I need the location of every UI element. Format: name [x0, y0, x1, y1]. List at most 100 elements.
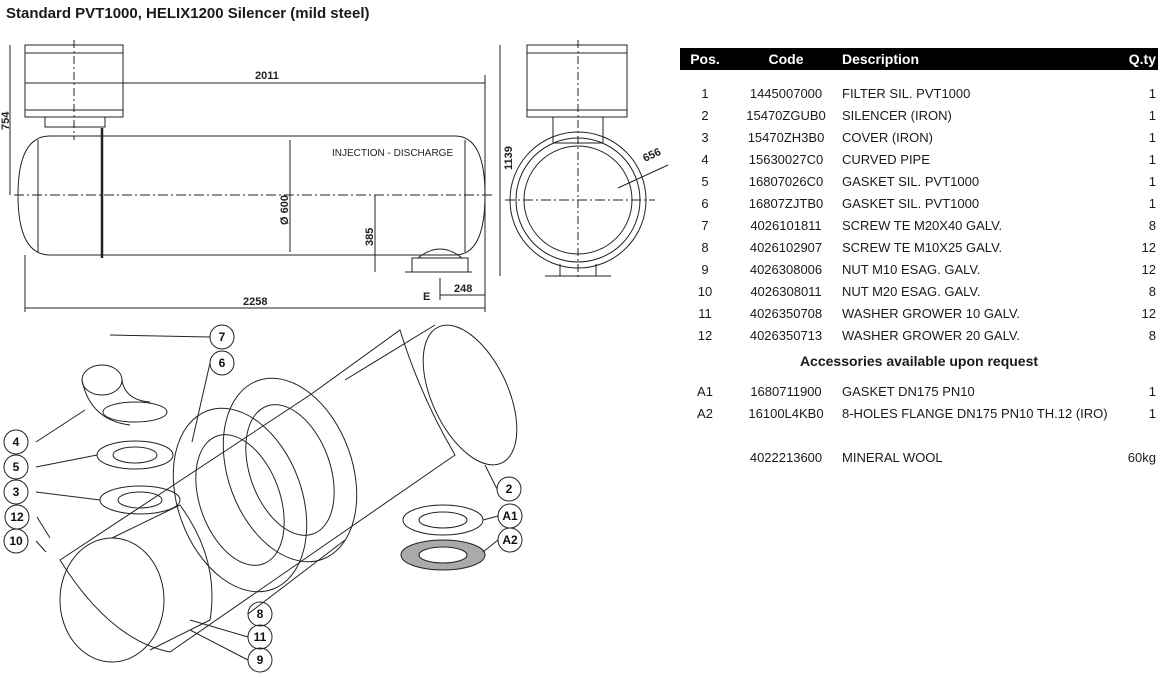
- cell-pos: A2: [697, 405, 713, 421]
- cell-code: 4026350708: [749, 305, 823, 321]
- cell-code: 1680711900: [750, 383, 822, 399]
- callout-8: 8: [257, 607, 264, 621]
- cell-description: GASKET SIL. PVT1000: [842, 195, 980, 211]
- cell-description: SILENCER (IRON): [842, 107, 952, 123]
- header-description: Description: [842, 51, 920, 67]
- cell-qty: 8: [1148, 283, 1156, 299]
- callout-10: 10: [9, 534, 23, 548]
- extra-row: 4022213600 MINERAL WOOL 60kg: [680, 446, 1158, 468]
- cell-code: 4026350713: [749, 327, 823, 343]
- cell-qty: 1: [1148, 173, 1156, 189]
- page-title: Standard PVT1000, HELIX1200 Silencer (mi…: [6, 5, 370, 22]
- cell-code: 15470ZGUB0: [746, 107, 826, 123]
- cell-qty: 1: [1148, 195, 1156, 211]
- exploded-view: [3, 324, 523, 673]
- table-row: 10 4026308011 NUT M20 ESAG. GALV. 8: [680, 280, 1158, 302]
- cell-qty: 8: [1148, 217, 1156, 233]
- cell-description: NUT M10 ESAG. GALV.: [842, 261, 981, 277]
- dim-656: 656: [641, 146, 663, 165]
- header-qty: Q.ty: [1128, 51, 1156, 67]
- cell-description: WASHER GROWER 20 GALV.: [842, 327, 1020, 343]
- parts-table: Pos. Code Description Q.ty 1 1445007000 FI…: [680, 48, 1158, 468]
- callout-a1: A1: [502, 509, 518, 523]
- cell-description: 8-HOLES FLANGE DN175 PN10 TH.12 (IRO): [842, 405, 1108, 421]
- cell-qty: 1: [1148, 383, 1156, 399]
- cell-code: 16807026C0: [748, 173, 824, 189]
- dim-2258: 2258: [243, 296, 267, 308]
- cell-pos: 9: [701, 261, 709, 277]
- cell-pos: 5: [701, 173, 709, 189]
- table-row: 8 4026102907 SCREW TE M10X25 GALV. 12: [680, 236, 1158, 258]
- cell-code: 4026101811: [750, 217, 822, 233]
- cell-pos: 3: [701, 129, 709, 145]
- cell-description: MINERAL WOOL: [842, 449, 943, 465]
- silencer-body: [17, 135, 486, 256]
- table-row: A1 1680711900 GASKET DN175 PN10 1: [680, 380, 1158, 402]
- header-code: Code: [768, 51, 804, 67]
- cell-code: 15470ZH3B0: [747, 129, 825, 145]
- dim-385: 385: [364, 228, 376, 246]
- filter-base: [44, 116, 106, 128]
- callout-7: 7: [219, 330, 226, 344]
- cell-description: SCREW TE M20X40 GALV.: [842, 217, 1003, 233]
- cell-code: 16807ZJTB0: [748, 195, 824, 211]
- cell-description: GASKET DN175 PN10: [842, 383, 975, 399]
- header-pos: Pos.: [690, 51, 720, 67]
- table-header: Pos. Code Description Q.ty: [680, 48, 1158, 70]
- cell-qty: 1: [1148, 107, 1156, 123]
- cell-pos: 4: [701, 151, 709, 167]
- table-row: 12 4026350713 WASHER GROWER 20 GALV. 8: [680, 324, 1158, 346]
- cell-pos: 1: [701, 85, 709, 101]
- cell-code: 4026308006: [749, 261, 823, 277]
- cell-pos: 2: [701, 107, 709, 123]
- callout-2: 2: [506, 482, 513, 496]
- cell-qty: 1: [1148, 85, 1156, 101]
- cell-description: WASHER GROWER 10 GALV.: [842, 305, 1020, 321]
- cell-pos: 12: [697, 327, 713, 343]
- cell-pos: 10: [697, 283, 713, 299]
- dim-600: Ø 600: [279, 195, 291, 225]
- cell-code: 4022213600: [749, 449, 823, 465]
- injection-label: INJECTION - DISCHARGE: [332, 148, 453, 159]
- cell-code: 4026102907: [749, 239, 823, 255]
- front-view: [499, 40, 669, 280]
- cell-code: 1445007000: [749, 85, 823, 101]
- table-row: 7 4026101811 SCREW TE M20X40 GALV. 8: [680, 214, 1158, 236]
- cell-description: NUT M20 ESAG. GALV.: [842, 283, 981, 299]
- cell-qty: 1: [1148, 405, 1156, 421]
- table-row: 4 15630027C0 CURVED PIPE 1: [680, 148, 1158, 170]
- callout-3: 3: [13, 485, 20, 499]
- cell-qty: 1: [1148, 129, 1156, 145]
- table-row: 3 15470ZH3B0 COVER (IRON) 1: [680, 126, 1158, 148]
- cell-pos: A1: [697, 383, 713, 399]
- cell-description: SCREW TE M10X25 GALV.: [842, 239, 1003, 255]
- cell-code: 4026308011: [750, 283, 822, 299]
- table-row: A2 16100L4KB0 8-HOLES FLANGE DN175 PN10 TH…: [680, 402, 1158, 424]
- cell-qty: 8: [1148, 327, 1156, 343]
- cell-qty: 12: [1141, 261, 1156, 277]
- dim-e: E: [423, 291, 430, 303]
- cell-pos: 6: [701, 195, 709, 211]
- cell-code: 15630027C0: [748, 151, 824, 167]
- cell-qty: 12: [1141, 305, 1156, 321]
- dim-754: 754: [0, 111, 12, 130]
- cell-qty: 1: [1148, 151, 1156, 167]
- callout-6: 6: [219, 356, 226, 370]
- cell-description: FILTER SIL. PVT1000: [842, 85, 971, 101]
- table-row: 2 15470ZGUB0 SILENCER (IRON) 1: [680, 104, 1158, 126]
- cell-pos: 7: [701, 217, 709, 233]
- cell-pos: 8: [701, 239, 709, 255]
- dim-2011: 2011: [255, 70, 279, 82]
- table-row: 6 16807ZJTB0 GASKET SIL. PVT1000 1: [680, 192, 1158, 214]
- callout-9: 9: [257, 653, 264, 667]
- cell-code: 16100L4KB0: [748, 405, 824, 421]
- callout-11: 11: [254, 630, 267, 644]
- cell-description: COVER (IRON): [842, 129, 933, 145]
- cell-description: CURVED PIPE: [842, 151, 930, 167]
- callout-4: 4: [13, 435, 20, 449]
- cell-qty: 12: [1141, 239, 1156, 255]
- table-row: 1 1445007000 FILTER SIL. PVT1000 1: [680, 82, 1158, 104]
